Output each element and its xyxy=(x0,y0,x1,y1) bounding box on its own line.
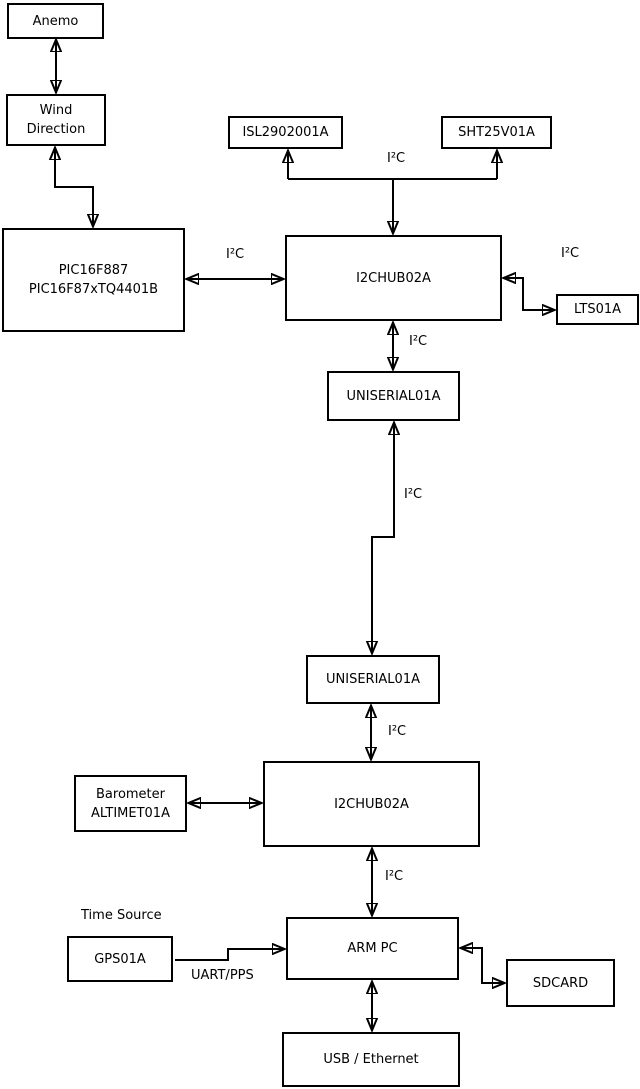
label-i2c-hub-lts: I²C xyxy=(561,246,580,261)
node-isl2902001a-label: ISL2902001A xyxy=(242,125,329,140)
node-barometer-line1: Barometer xyxy=(96,786,165,802)
node-uniserial01a-top-label: UNISERIAL01A xyxy=(346,388,441,404)
node-gps01a: GPS01A xyxy=(67,936,173,982)
node-usb-ethernet: USB / Ethernet xyxy=(282,1032,460,1087)
node-i2chub02a-top: I2CHUB02A xyxy=(285,235,502,321)
node-sdcard: SDCARD xyxy=(506,959,615,1007)
edge-armpc-sdcard xyxy=(461,948,504,983)
node-anemo-label: Anemo xyxy=(32,13,79,29)
edge-uniserial1-uniserial2 xyxy=(372,423,394,653)
node-uniserial01a-bottom: UNISERIAL01A xyxy=(306,655,440,704)
node-i2chub02a-bottom-label: I2CHUB02A xyxy=(334,796,409,812)
node-isl2902001a: ISL2902001A xyxy=(228,116,343,149)
label-i2c-top-bus: I²C xyxy=(387,151,406,166)
node-uniserial01a-bottom-label: UNISERIAL01A xyxy=(326,672,420,687)
label-i2c-hub-uniserial: I²C xyxy=(409,334,428,349)
node-gps01a-label: GPS01A xyxy=(94,951,146,967)
edge-gps-armpc xyxy=(175,949,284,961)
node-wind-direction-line1: Wind xyxy=(39,103,73,118)
node-anemo: Anemo xyxy=(7,3,104,39)
node-usb-ethernet-label: USB / Ethernet xyxy=(323,1052,419,1067)
node-pic16f887-line2: PIC16F87xTQ4401B xyxy=(28,282,159,297)
node-wind-direction-line2: Direction xyxy=(26,122,86,137)
node-arm-pc: ARM PC xyxy=(286,917,459,980)
label-i2c-hub2-armpc: I²C xyxy=(385,869,404,884)
node-barometer-line2: ALTIMET01A xyxy=(91,805,170,821)
edge-hub1-lts xyxy=(504,278,554,310)
node-i2chub02a-top-label: I2CHUB02A xyxy=(356,270,431,286)
label-uart-pps: UART/PPS xyxy=(191,968,254,983)
node-pic16f887-line1: PIC16F887 xyxy=(58,263,129,278)
node-arm-pc-label: ARM PC xyxy=(347,941,398,956)
label-i2c-uniserial-hub2: I²C xyxy=(388,724,407,739)
node-lts01a: LTS01A xyxy=(556,294,639,325)
node-sht25v01a: SHT25V01A xyxy=(441,116,552,149)
label-i2c-uniserial-link: I²C xyxy=(404,487,423,502)
node-pic16f887: PIC16F887 PIC16F87xTQ4401B xyxy=(2,228,185,332)
label-i2c-pic-hub: I²C xyxy=(226,247,245,262)
node-lts01a-label: LTS01A xyxy=(573,302,622,317)
node-sht25v01a-label: SHT25V01A xyxy=(458,125,535,140)
node-barometer: Barometer ALTIMET01A xyxy=(74,775,187,832)
label-time-source: Time Source xyxy=(81,908,162,923)
node-sdcard-label: SDCARD xyxy=(532,975,589,991)
node-i2chub02a-bottom: I2CHUB02A xyxy=(263,761,480,847)
node-uniserial01a-top: UNISERIAL01A xyxy=(327,371,460,421)
node-wind-direction: Wind Direction xyxy=(6,94,106,146)
edge-wind-pic xyxy=(55,148,93,226)
